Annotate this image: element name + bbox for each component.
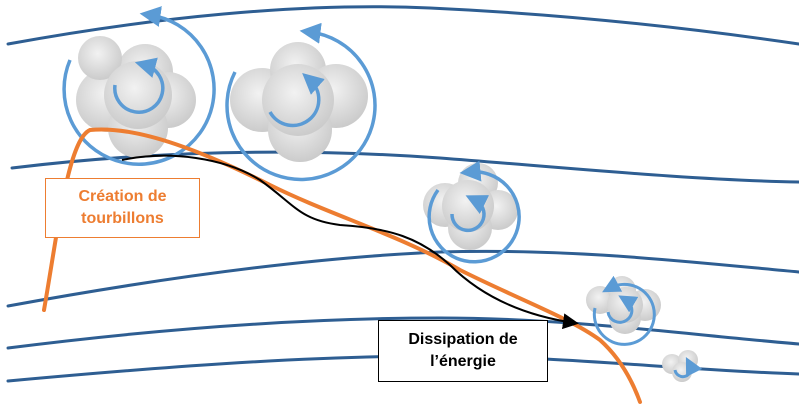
cascade-arrow [121,154,579,330]
vortex-ring [225,22,377,182]
streamline-1 [6,5,799,46]
rotation-arrow-icon [450,195,490,233]
rotation-arrow-icon [606,295,639,324]
vortex-ring [427,160,521,264]
cloud-icon [76,36,196,158]
eddy-icon [62,6,216,166]
cloud-icon [230,42,368,162]
vortex-ring [592,275,656,346]
streamline-4 [6,316,799,350]
eddy-icon [225,22,377,182]
energy-curve [42,127,642,404]
rotation-arrow-icon [113,57,165,114]
rotation-arrow-icon [673,356,703,379]
eddy-icon [662,350,703,382]
cloud-icon [423,163,518,250]
energy-dissipation-label: Dissipation de l’énergie [378,320,548,382]
eddy-icon [423,160,521,264]
eddy-icon [586,275,661,346]
vortex-ring [62,6,216,166]
rotation-arrow-icon [268,73,325,128]
streamline-3 [6,249,799,308]
eddy-creation-label: Création de tourbillons [45,178,200,238]
